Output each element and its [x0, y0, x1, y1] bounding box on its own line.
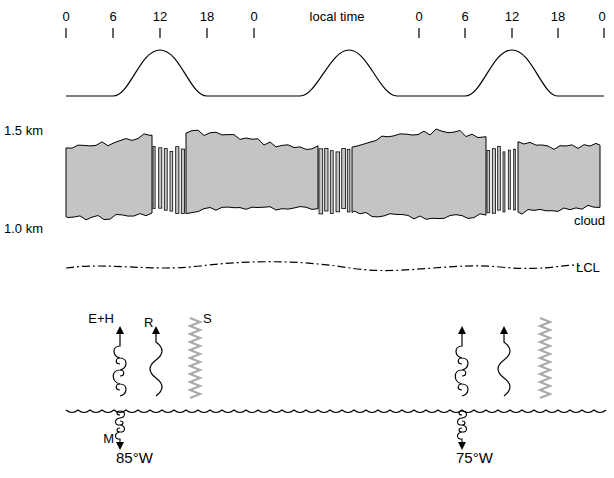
tick-label: 12: [153, 10, 167, 23]
cloud-band: [66, 134, 152, 220]
broken-cloud: [325, 149, 328, 212]
broken-cloud: [514, 149, 516, 210]
height-label: 1.5 km: [4, 124, 43, 137]
tick-label: 0: [250, 10, 257, 23]
longitude-label: 75°W: [456, 450, 493, 465]
tick-label: 6: [109, 10, 116, 23]
tick-label: 0: [598, 10, 605, 23]
broken-cloud: [181, 149, 184, 213]
flux-label: E+H: [88, 312, 114, 325]
cloud-band: [186, 130, 318, 214]
tick-label: 0: [62, 10, 69, 23]
cloud-band: [352, 129, 486, 219]
broken-cloud: [487, 151, 490, 213]
cloud-band: [518, 142, 600, 214]
tick-label: 0: [415, 10, 422, 23]
sea-surface: [66, 410, 606, 413]
broken-cloud: [336, 152, 340, 212]
tick-label: 18: [200, 10, 214, 23]
broken-cloud: [319, 149, 323, 214]
cloud-label: cloud: [574, 214, 605, 227]
broken-cloud: [164, 149, 167, 211]
broken-cloud: [153, 147, 155, 209]
tick-label: 12: [505, 10, 519, 23]
broken-cloud: [508, 150, 510, 209]
broken-cloud: [498, 146, 501, 210]
tick-label: 18: [551, 10, 565, 23]
broken-cloud: [176, 147, 179, 214]
tick-label: 6: [461, 10, 468, 23]
flux-label: R: [144, 316, 153, 329]
broken-cloud: [347, 149, 350, 212]
flux-label: S: [203, 312, 212, 325]
broken-cloud: [342, 149, 346, 209]
broken-cloud: [503, 152, 505, 212]
broken-cloud: [170, 151, 173, 211]
height-label: 1.0 km: [4, 222, 43, 235]
flux-label: M: [103, 432, 114, 445]
broken-cloud: [492, 149, 495, 214]
broken-cloud: [159, 148, 162, 208]
axis-title: local time: [310, 10, 365, 23]
lcl-label: LCL: [576, 261, 600, 274]
longitude-label: 85°W: [116, 450, 153, 465]
broken-cloud: [330, 151, 333, 214]
